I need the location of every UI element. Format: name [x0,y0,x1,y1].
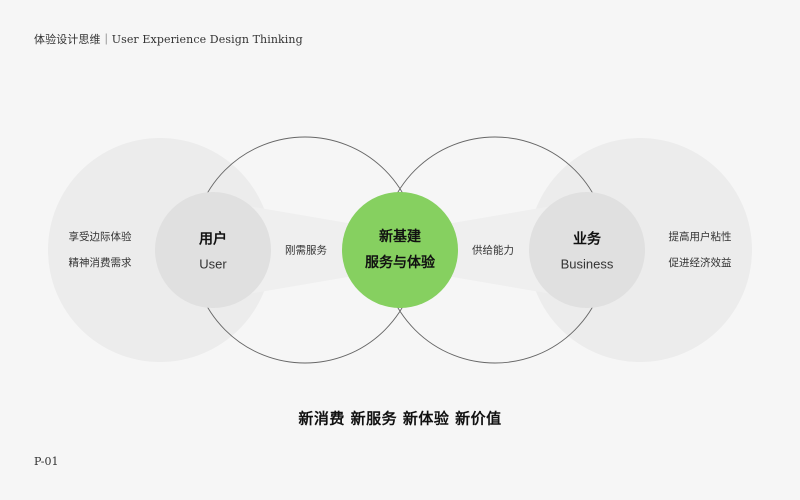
right-outer-line-2: 促进经济效益 [668,257,732,269]
user-node-title-en: User [199,256,227,272]
right-outer-line-1: 提高用户粘性 [668,231,732,243]
center-node-line-2: 服务与体验 [365,255,435,271]
user-node-title-cn: 用户 [199,231,227,248]
page-number: P-01 [34,455,59,468]
business-node-title-en: Business [560,256,614,272]
right-outer-text: 提高用户粘性 促进经济效益 [669,224,732,276]
user-circle [155,192,271,308]
left-outer-text: 享受边际体验 精神消费需求 [69,224,132,276]
slogan: 新消费 新服务 新体验 新价值 [298,409,502,428]
user-node: 用户 User [199,229,227,272]
page-title: 体验设计思维｜User Experience Design Thinking [34,33,303,46]
business-node: 业务 Business [561,229,614,272]
right-link-label: 供给能力 [472,244,514,257]
left-link-label: 刚需服务 [285,244,327,257]
center-node-line-1: 新基建 [379,229,421,245]
left-outer-line-2: 精神消费需求 [68,257,132,269]
business-node-title-cn: 业务 [573,231,601,248]
left-outer-line-1: 享受边际体验 [68,231,132,243]
center-circle [342,192,458,308]
center-node: 新基建 服务与体验 [365,224,435,276]
business-circle [529,192,645,308]
